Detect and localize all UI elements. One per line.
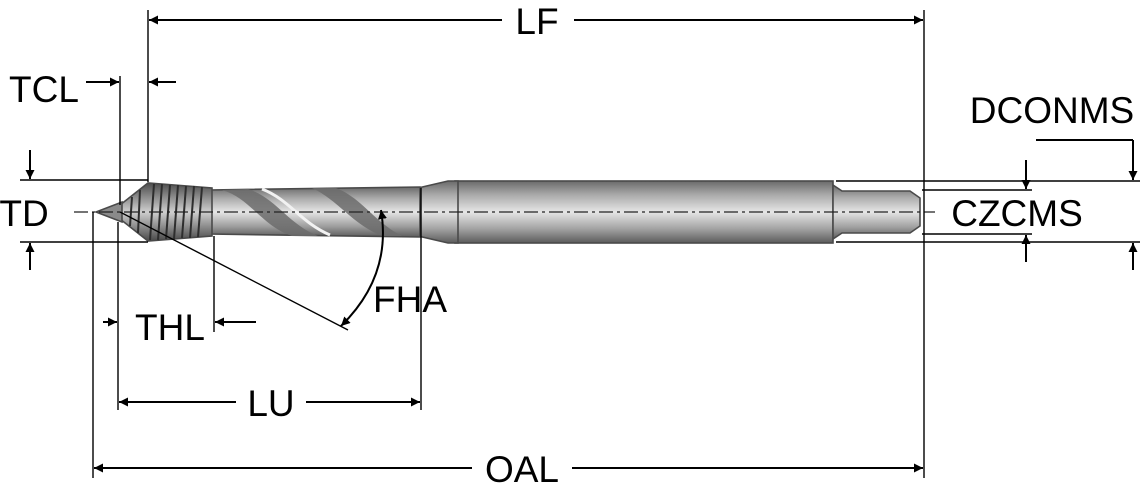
tap-tool — [74, 180, 935, 244]
label-lf: LF — [515, 1, 558, 42]
dimension-tcl: TCL — [9, 69, 176, 110]
dimension-lu: LU — [119, 383, 420, 424]
label-tcl: TCL — [9, 69, 79, 110]
label-czcms: CZCMS — [951, 193, 1083, 234]
dimension-dconms: DCONMS — [970, 90, 1138, 270]
flute-highlight — [261, 187, 331, 237]
label-fha: FHA — [373, 279, 447, 320]
dimension-oal: OAL — [94, 449, 923, 490]
dimension-td: TD — [0, 150, 49, 270]
dimension-thl: THL — [103, 307, 256, 348]
dimension-lf: LF — [149, 1, 923, 42]
dimension-fha: FHA — [340, 209, 447, 327]
extension-lines — [20, 10, 1140, 478]
label-dconms: DCONMS — [970, 90, 1134, 131]
label-thl: THL — [135, 307, 205, 348]
label-oal: OAL — [485, 449, 559, 490]
dimension-czcms: CZCMS — [951, 160, 1083, 262]
label-lu: LU — [247, 383, 294, 424]
label-td: TD — [0, 193, 49, 234]
